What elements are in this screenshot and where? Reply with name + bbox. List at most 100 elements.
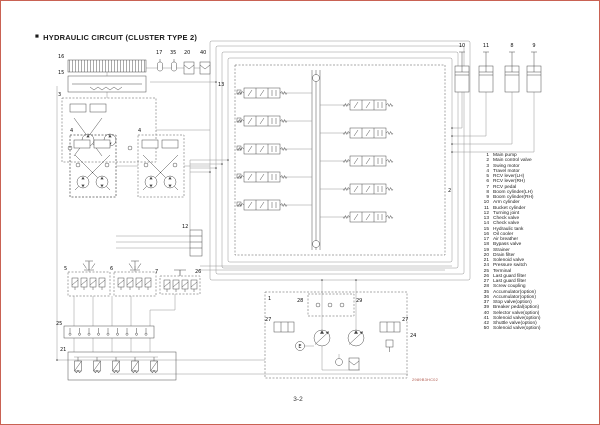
callout-terminal: 25 [56, 321, 62, 327]
callout-hydraulic-tank: 15 [58, 70, 64, 76]
legend-item-number: 12 [483, 210, 489, 216]
callout-accumulator: 35 [170, 50, 176, 56]
callout-engine: E [298, 344, 301, 350]
legend-item: 7 RCV pedal [479, 185, 593, 190]
callout-pressure-switch: 24 [410, 333, 416, 339]
legend-item: 37 Stop valve(option) [479, 300, 593, 305]
legend-item-number: 4 [486, 168, 489, 174]
legend-item: 24 Pressure switch [479, 263, 593, 268]
top-accessory-symbols [157, 58, 211, 75]
legend-item-number: 16 [483, 231, 489, 237]
callout-bucket-cylinder: 11 [483, 43, 489, 49]
callout-swing-motor: 3 [58, 92, 61, 98]
legend-item: 16 Oil cooler [479, 232, 593, 237]
legend-item: 42 Shuttle valve(option) [479, 321, 593, 326]
legend-item-number: 39 [483, 305, 489, 311]
hydraulic-tank-symbol [67, 75, 147, 93]
callout-air-breather: 17 [156, 50, 162, 56]
legend-item: 3 Swing motor [479, 164, 593, 169]
legend-item-label: Solenoid valve(option) [493, 315, 541, 321]
legend-item: 10 Arm cylinder [479, 200, 593, 205]
legend-item: 4 Travel motor [479, 169, 593, 174]
routing-loop-lines [209, 40, 471, 281]
legend-item-label: Bucket cylinder [493, 205, 526, 211]
callout-travel-motor-right: 4 [138, 128, 141, 134]
callout-main-pump: 1 [268, 296, 271, 302]
callout-travel-motor-left: 4 [70, 128, 73, 134]
legend-item: 5 RCV lever(LH) [479, 174, 593, 179]
legend-item-label: RCV lever(RH) [493, 179, 525, 185]
legend-item-number: 9 [486, 195, 489, 200]
legend-item-label: Pressure switch [493, 263, 527, 269]
legend-item-label: Shuttle valve(option) [493, 321, 537, 326]
legend-item: 19 Strainer [479, 248, 593, 253]
rcv-pedal-block [159, 269, 201, 295]
legend-item-label: Turning joint [493, 210, 520, 216]
legend-item-number: 41 [483, 315, 489, 321]
legend-item-number: 17 [483, 237, 489, 242]
callout-rcv-lever-rh: 6 [110, 266, 113, 272]
callout-screw-coupling-a: 28 [297, 298, 303, 304]
callout-arm-cylinder: 10 [459, 43, 465, 49]
legend-item-number: 6 [486, 179, 489, 185]
legend-item: 26 Last guard filter [479, 274, 593, 279]
legend-item-number: 26 [483, 273, 489, 279]
callout-main-control-valve: 2 [448, 188, 451, 194]
page-title-text: HYDRAULIC CIRCUIT (CLUSTER TYPE 2) [43, 33, 198, 42]
legend-item: 12 Turning joint [479, 211, 593, 216]
legend-item: 1 Main pump [479, 153, 593, 158]
legend-item-label: Breaker pedal(option) [493, 305, 540, 311]
legend-item: 17 Air breather [479, 237, 593, 242]
legend-item: 35 Accumulator(option) [479, 290, 593, 295]
oil-cooler-symbol [67, 59, 147, 73]
page-title: ■ HYDRAULIC CIRCUIT (CLUSTER TYPE 2) [35, 33, 197, 42]
legend-item-label: Last guard filter [493, 279, 527, 284]
legend-item-number: 40 [483, 310, 489, 316]
legend-item: 50 Solenoid valve(option) [479, 326, 593, 331]
legend-item-label: Drain filter [493, 252, 515, 258]
legend-item-label: RCV lever(LH) [493, 174, 525, 179]
legend-item-label: RCV pedal [493, 184, 517, 190]
legend-item-number: 8 [486, 189, 489, 195]
callout-boom-cylinder-rh: 9 [532, 43, 535, 49]
junction-dots [56, 81, 453, 361]
legend-item-label: Accumulator(option) [493, 294, 536, 300]
callout-solenoid-valve: 21 [60, 347, 66, 353]
legend-item-number: 21 [483, 258, 489, 263]
legend-item: 21 Solenoid valve [479, 258, 593, 263]
diagram-callouts: 16 15 17 35 20 40 13 3 4 4 2 10 11 8 9 1… [56, 43, 536, 353]
main-control-valve-block [234, 64, 446, 256]
legend-item: 36 Accumulator(option) [479, 295, 593, 300]
legend-item-number: 28 [483, 284, 489, 290]
legend-item-number: 24 [483, 263, 489, 269]
legend-item-label: Oil cooler [493, 231, 514, 237]
legend-item-number: 13 [483, 216, 489, 221]
swing-motor-block [61, 97, 157, 163]
legend-item-label: Check valve [493, 216, 520, 221]
hydraulic-schematic: 16 15 17 35 20 40 13 3 4 4 2 10 11 8 9 1… [56, 40, 542, 381]
callout-rcv-lever-lh: 5 [64, 266, 67, 272]
callout-boom-cylinder-lh: 8 [510, 43, 513, 49]
legend-item-number: 3 [486, 163, 489, 169]
legend-item-label: Solenoid valve(option) [493, 326, 541, 332]
legend-item: 39 Breaker pedal(option) [479, 305, 593, 310]
legend-item: 11 Bucket cylinder [479, 206, 593, 211]
legend-item-label: Main control valve [493, 158, 532, 164]
callout-screw-coupling-b: 29 [356, 298, 362, 304]
legend-item-label: Bypass valve [493, 242, 522, 248]
legend-item-number: 35 [483, 289, 489, 295]
legend-item: 41 Solenoid valve(option) [479, 316, 593, 321]
legend-item-number: 37 [483, 300, 489, 305]
legend-item: 18 Bypass valve [479, 242, 593, 247]
title-bullet-icon: ■ [35, 33, 40, 41]
callout-regulator-left: 27 [265, 317, 271, 323]
main-pump-block [264, 291, 408, 379]
legend-item: 25 Terminal [479, 269, 593, 274]
legend-item: 8 Boom cylinder(LH) [479, 190, 593, 195]
legend-item-number: 14 [483, 221, 489, 227]
legend-item-label: Boom cylinder(RH) [493, 195, 534, 200]
legend-item-label: Selector valve(option) [493, 310, 540, 316]
legend-item: 15 Hydraulic tank [479, 227, 593, 232]
callout-regulator-right: 27 [402, 317, 408, 323]
